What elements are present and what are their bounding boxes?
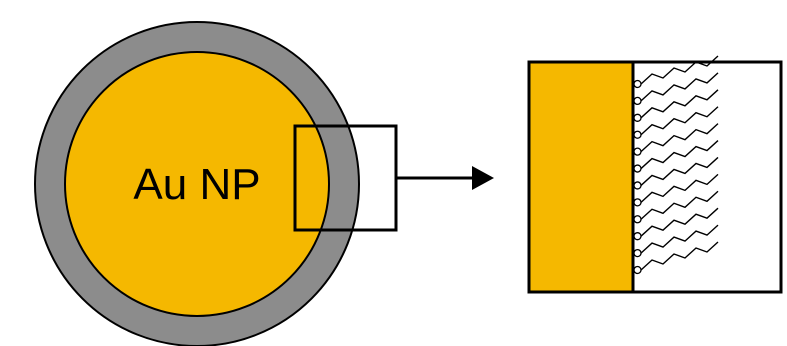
ligand-tail [640, 173, 719, 203]
ligand [633, 224, 719, 258]
ligand-head-group [633, 215, 642, 224]
ligand-head-group [633, 130, 642, 139]
ligand [633, 89, 719, 122]
ligand-tail [640, 241, 719, 271]
ligand-head-group [633, 181, 642, 190]
ligand-head-group [633, 96, 642, 106]
ligand-head-group [633, 265, 642, 275]
ligand-head-group [633, 113, 642, 122]
ligand [633, 55, 719, 89]
zoom-arrow [396, 166, 494, 190]
ligand-tail [640, 72, 719, 102]
ligand-tail [640, 156, 719, 186]
gold-core [64, 51, 330, 317]
ligand [633, 173, 719, 207]
ligand [633, 156, 719, 190]
ligand [633, 207, 719, 241]
ligand-chains [633, 55, 719, 275]
ligand [633, 123, 719, 156]
particle-label: Au NP [133, 160, 260, 209]
ligand-tail [640, 89, 719, 119]
ligand-head-group [633, 164, 642, 173]
ligand-tail [640, 106, 719, 136]
ligand [633, 72, 719, 106]
ligand-tail [640, 55, 719, 85]
ligand-head-group [633, 79, 642, 89]
ligand-head-group [633, 248, 642, 258]
ligand [633, 140, 719, 173]
ligand [633, 106, 719, 139]
ligand-tail [640, 123, 719, 153]
ligand-head-group [633, 147, 642, 156]
ligand-head-group [633, 232, 642, 241]
ligand-tail [640, 224, 719, 254]
ligand-head-group [633, 198, 642, 207]
nanoparticle: Au NP [34, 21, 360, 346]
inset-gold-surface [527, 60, 635, 294]
zoom-inset [527, 55, 783, 294]
ligand-tail [640, 207, 719, 237]
ligand-tail [640, 140, 719, 170]
ligand [633, 190, 719, 224]
ligand-tail [640, 190, 719, 220]
ligand [633, 241, 719, 275]
